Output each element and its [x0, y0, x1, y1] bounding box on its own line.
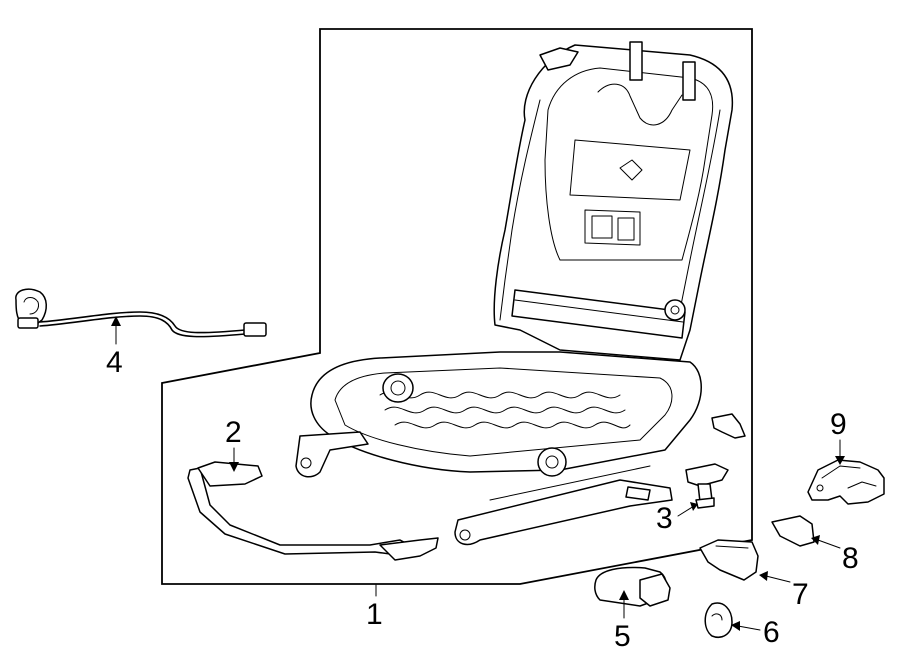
wire-harness — [15, 288, 267, 338]
callout-1: 1 — [366, 598, 383, 631]
assembly-boundary — [161, 28, 753, 585]
callout-2: 2 — [225, 416, 242, 449]
callout-5: 5 — [614, 620, 631, 653]
callout-8: 8 — [842, 542, 859, 575]
callout-4: 4 — [106, 346, 123, 379]
cap — [704, 602, 733, 638]
seat-bracket — [711, 413, 746, 439]
leader-lines — [111, 316, 845, 631]
adjuster-lever — [685, 463, 729, 509]
small-cover — [771, 515, 815, 547]
slide-adjuster-rod — [187, 461, 439, 561]
callout-3: 3 — [656, 502, 673, 535]
trim-bracket — [699, 539, 759, 581]
seat-frame-assembly — [295, 41, 734, 546]
callout-7: 7 — [792, 578, 809, 611]
callout-labels: 1 2 3 4 5 6 7 8 9 — [106, 346, 859, 653]
callout-6: 6 — [763, 616, 780, 649]
side-cover — [594, 566, 671, 607]
hinge-cover — [807, 459, 885, 505]
callout-9: 9 — [830, 408, 847, 441]
